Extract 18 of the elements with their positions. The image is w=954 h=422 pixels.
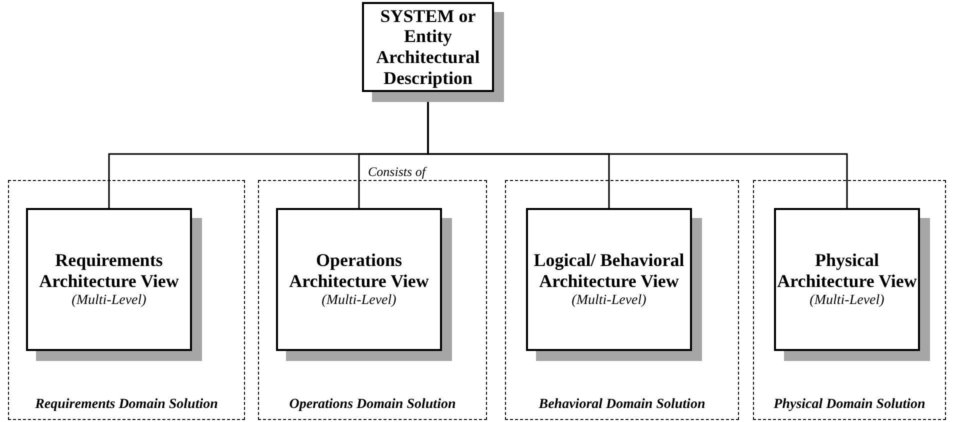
group-caption: Physical Domain Solution xyxy=(772,396,926,413)
view-note: (Multi-Level) xyxy=(572,293,646,310)
group-caption: Behavioral Domain Solution xyxy=(538,396,706,413)
view-title: Requirements Architecture View xyxy=(38,250,180,292)
view-title: Physical Architecture View xyxy=(776,250,918,292)
title-text: SYSTEM or Entity Architectural Description xyxy=(375,6,481,88)
view-title: Operations Architecture View xyxy=(288,250,430,292)
dashed-group-box xyxy=(8,180,245,420)
view-title: Logical/ Behavioral Architecture View xyxy=(532,250,686,292)
connector-note: Consists of xyxy=(366,164,428,180)
view-note: (Multi-Level) xyxy=(72,293,146,310)
group-caption: Operations Domain Solution xyxy=(288,396,457,413)
group-caption: Requirements Domain Solution xyxy=(34,396,219,413)
view-note: (Multi-Level) xyxy=(322,293,396,310)
dashed-group-box xyxy=(258,180,487,420)
view-note: (Multi-Level) xyxy=(810,293,884,310)
dashed-group-box xyxy=(505,180,739,420)
dashed-group-box xyxy=(753,180,946,420)
